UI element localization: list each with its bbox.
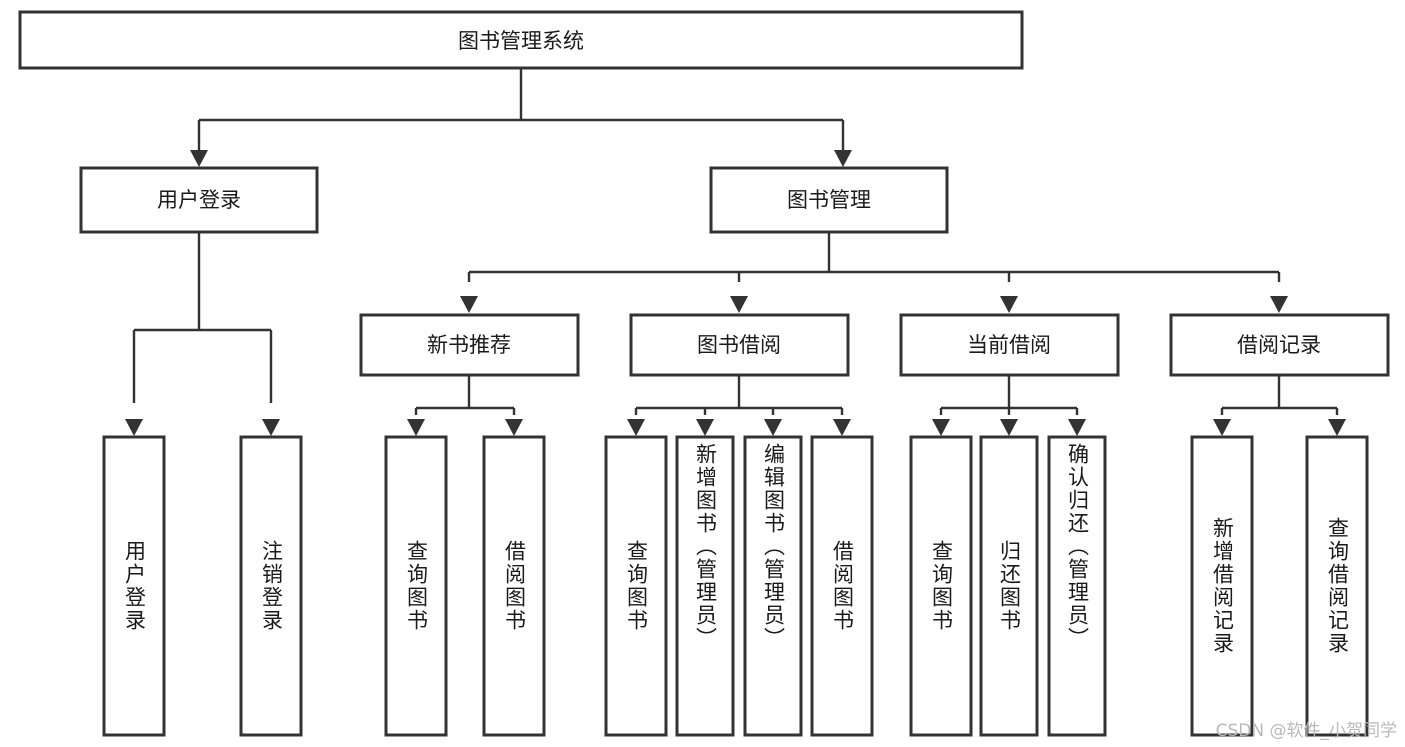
arrow-to-leaf-add-record xyxy=(1213,419,1231,436)
connector-root-to-level2 xyxy=(190,68,852,167)
arrow-to-book-borrow xyxy=(730,296,748,313)
connector-borrow-record-to-leaves xyxy=(1213,375,1346,436)
arrow-to-borrow-record xyxy=(1270,296,1288,313)
arrow-to-leaf-query-book-2 xyxy=(627,419,645,436)
leaf-borrow-book-1-rect[interactable] xyxy=(482,435,546,737)
connector-user-login-to-leaves xyxy=(125,232,280,436)
leaf-add-book-rect[interactable] xyxy=(675,435,735,737)
arrow-to-leaf-confirm-return xyxy=(1068,419,1086,436)
arrow-to-leaf-borrow-book-1 xyxy=(505,419,523,436)
arrow-to-leaf-return-book xyxy=(1000,419,1018,436)
node-current-borrow[interactable]: 当前借阅 xyxy=(899,313,1120,377)
leaf-query-book-1-rect[interactable] xyxy=(384,435,448,737)
arrow-to-leaf-logout xyxy=(262,419,280,436)
leaf-edit-book-rect[interactable] xyxy=(743,435,803,737)
node-book-borrow[interactable]: 图书借阅 xyxy=(629,313,850,377)
node-new-book-recommend-rect[interactable] xyxy=(359,313,580,377)
leaf-logout-rect[interactable] xyxy=(239,435,303,737)
node-borrow-record[interactable]: 借阅记录 xyxy=(1169,313,1390,377)
leaf-borrow-book-2-rect[interactable] xyxy=(810,435,874,737)
arrow-to-user-login xyxy=(190,150,208,167)
node-root-label: 图书管理系统 xyxy=(458,29,584,53)
leaf-return-book-rect[interactable] xyxy=(979,435,1039,737)
arrow-to-leaf-edit-book xyxy=(764,419,782,436)
arrow-to-leaf-user-login xyxy=(125,419,143,436)
arrow-to-leaf-query-book-3 xyxy=(932,419,950,436)
leaf-query-book-3-rect[interactable] xyxy=(909,435,973,737)
leaf-add-record-rect[interactable] xyxy=(1190,435,1254,737)
arrow-to-new-book-recommend xyxy=(460,296,478,313)
arrow-to-leaf-query-book-1 xyxy=(407,419,425,436)
node-root-rect[interactable] xyxy=(18,10,1024,70)
node-user-login[interactable]: 用户登录 xyxy=(79,166,319,234)
node-current-borrow-rect[interactable] xyxy=(899,313,1120,377)
arrow-to-leaf-query-record xyxy=(1328,419,1346,436)
node-root[interactable]: 图书管理系统 xyxy=(18,10,1024,70)
node-book-borrow-label: 图书借阅 xyxy=(697,333,781,357)
arrow-to-book-management xyxy=(834,150,852,167)
node-borrow-record-label: 借阅记录 xyxy=(1237,333,1321,357)
node-new-book-recommend[interactable]: 新书推荐 xyxy=(359,313,580,377)
connector-new-book-recommend-to-leaves xyxy=(407,375,523,436)
arrow-to-leaf-add-book xyxy=(696,419,714,436)
leaf-user-login-rect[interactable] xyxy=(102,435,166,737)
node-new-book-recommend-label: 新书推荐 xyxy=(427,333,511,357)
node-user-login-rect[interactable] xyxy=(79,166,319,234)
connector-book-management-to-level3 xyxy=(460,232,1288,313)
leaf-query-book-2-rect[interactable] xyxy=(604,435,668,737)
leaf-query-record-rect[interactable] xyxy=(1305,435,1369,737)
leaf-confirm-return-rect[interactable] xyxy=(1047,435,1107,737)
arrow-to-current-borrow xyxy=(1000,296,1018,313)
arrow-to-leaf-borrow-book-2 xyxy=(833,419,851,436)
connector-book-borrow-to-leaves xyxy=(627,375,851,436)
node-user-login-label: 用户登录 xyxy=(157,188,241,212)
connector-current-borrow-to-leaves xyxy=(932,375,1086,436)
node-book-management-label: 图书管理 xyxy=(787,188,871,212)
node-current-borrow-label: 当前借阅 xyxy=(967,333,1051,357)
node-book-management[interactable]: 图书管理 xyxy=(709,166,949,234)
